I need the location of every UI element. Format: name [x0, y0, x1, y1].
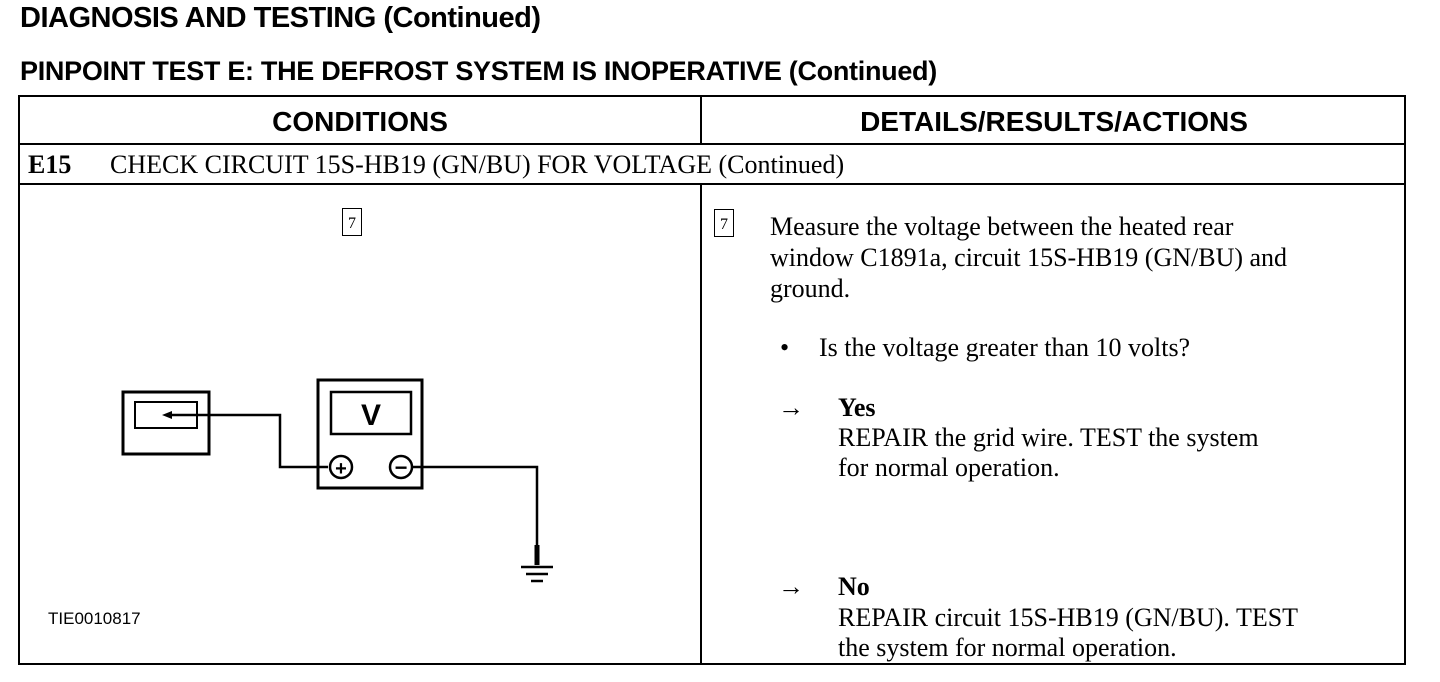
figure-id: TIE0010817	[48, 609, 141, 628]
no-label: No	[838, 572, 870, 601]
positive-terminal-icon	[328, 454, 354, 480]
column-divider	[700, 185, 702, 663]
arrow-icon: →	[778, 393, 804, 422]
column-divider	[700, 97, 702, 143]
instruction-line: ground.	[770, 274, 851, 303]
no-action-line: REPAIR circuit 15S-HB19 (GN/BU). TEST	[838, 603, 1299, 632]
step-reference-box: 7	[714, 209, 734, 237]
section-title: PINPOINT TEST E: THE DEFROST SYSTEM IS I…	[20, 56, 937, 86]
plus-symbol: +	[335, 458, 347, 480]
pinpoint-test-table: CONDITIONS DETAILS/RESULTS/ACTIONS E15 C…	[18, 95, 1406, 665]
question-text: Is the voltage greater than 10 volts?	[819, 333, 1191, 362]
instruction-line: Measure the voltage between the heated r…	[770, 212, 1234, 241]
yes-label: Yes	[838, 393, 876, 422]
voltmeter-icon	[316, 378, 424, 490]
page-title: DIAGNOSIS AND TESTING (Continued)	[20, 2, 541, 34]
bullet-icon: •	[780, 333, 790, 362]
no-action-line: the system for normal operation.	[838, 633, 1177, 662]
instruction-line: window C1891a, circuit 15S-HB19 (GN/BU) …	[770, 243, 1288, 272]
yes-action-line: REPAIR the grid wire. TEST the system	[838, 423, 1259, 452]
step-reference-box: 7	[342, 208, 362, 236]
step-code: E15	[28, 150, 72, 179]
step-row: E15 CHECK CIRCUIT 15S-HB19 (GN/BU) FOR V…	[20, 145, 1404, 185]
rear-window-connector-icon	[121, 390, 211, 456]
yes-action-line: for normal operation.	[838, 453, 1060, 482]
table-header-row: CONDITIONS DETAILS/RESULTS/ACTIONS	[20, 97, 1404, 145]
minus-symbol: −	[395, 455, 408, 480]
ground-icon	[521, 565, 553, 583]
meter-label: V	[361, 399, 381, 432]
step-title: CHECK CIRCUIT 15S-HB19 (GN/BU) FOR VOLTA…	[110, 150, 845, 179]
details-header: DETAILS/RESULTS/ACTIONS	[860, 106, 1248, 137]
conditions-header: CONDITIONS	[272, 106, 448, 137]
arrow-icon: →	[778, 572, 804, 601]
